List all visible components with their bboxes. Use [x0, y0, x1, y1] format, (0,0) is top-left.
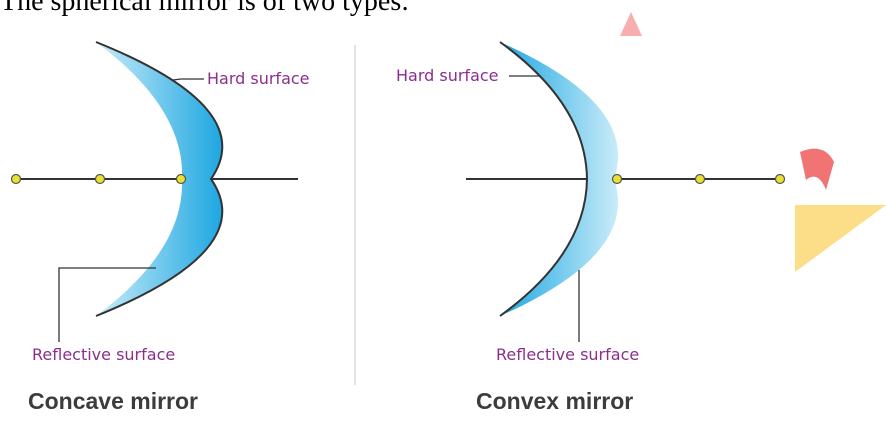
concave-hard-surface-leader — [172, 78, 204, 81]
concave-hard-surface-label: Hard surface — [207, 69, 310, 88]
convex-hard-surface-edge — [499, 41, 589, 317]
convex-mirror-diagram: Hard surface Reflective surface Convex m… — [396, 41, 786, 414]
concave-caption: Concave mirror — [28, 388, 198, 414]
watermark-red-swoosh — [800, 148, 834, 190]
watermark-red-triangle — [620, 12, 642, 36]
concave-reflective-surface-label: Reflective surface — [32, 345, 175, 364]
watermark-yellow-shape — [795, 205, 886, 272]
concave-mirror-shape — [96, 42, 223, 316]
concave-hard-surface-edge — [95, 41, 224, 317]
convex-point-p — [611, 173, 623, 185]
concave-mirror-diagram: Hard surface Reflective surface Concave … — [10, 41, 310, 414]
convex-point-c — [774, 173, 786, 185]
concave-point-p — [175, 173, 187, 185]
convex-reflective-surface-label: Reflective surface — [496, 345, 639, 364]
concave-reflective-surface-leader — [58, 267, 156, 342]
concave-point-f — [94, 173, 106, 185]
concave-point-c — [10, 173, 22, 185]
convex-point-f — [694, 173, 706, 185]
intro-text: The spherical mirror is of two types: — [0, 0, 410, 17]
convex-hard-surface-label: Hard surface — [396, 66, 499, 85]
convex-mirror-shape — [500, 42, 619, 316]
convex-caption: Convex mirror — [476, 388, 633, 414]
